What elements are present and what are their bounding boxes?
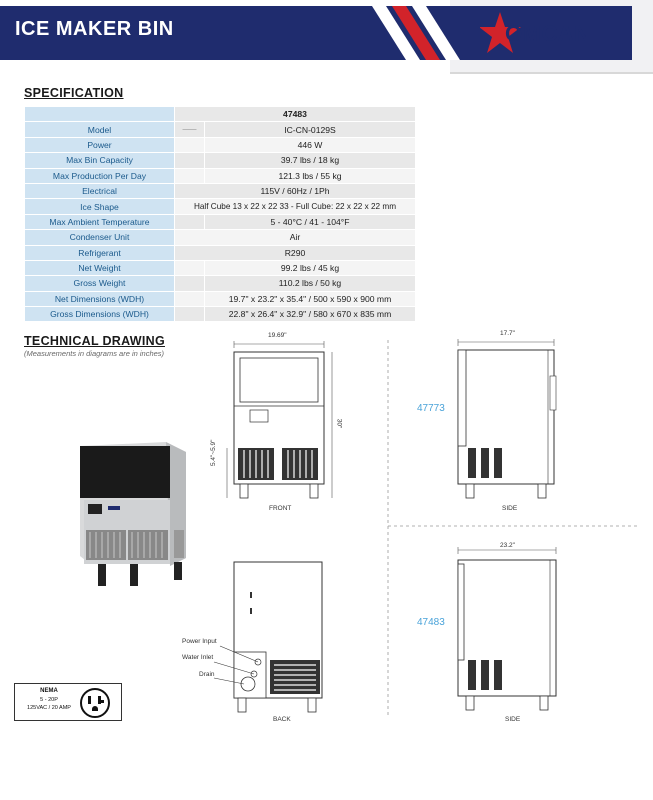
drain-label: Drain — [199, 671, 215, 678]
spec-value: Half Cube 13 x 22 x 22 33 - Full Cube: 2… — [174, 198, 416, 215]
table-row: Max Production Per Day 121.3 lbs / 55 kg — [24, 167, 416, 184]
spec-value: 121.3 lbs / 55 kg — [204, 167, 416, 184]
spec-mark — [174, 306, 205, 323]
spec-value: R290 — [174, 244, 416, 261]
table-row: Max Ambient Temperature 5 - 40°C / 41 - … — [24, 213, 416, 231]
spec-label: Net Weight — [24, 259, 175, 277]
header: ICE MAKER BIN OMCAN — [0, 0, 653, 74]
spec-value: IC-CN-0129S — [204, 121, 416, 138]
spec-mark: —— — [174, 121, 205, 138]
nema-line1: 5 - 20P — [40, 697, 58, 703]
drawing-dividers — [387, 340, 640, 715]
table-row: Gross Dimensions (WDH) 22.8" x 26.4" x 3… — [24, 306, 416, 323]
spec-value: 19.7" x 23.2" x 35.4" / 500 x 590 x 900 … — [204, 290, 416, 308]
table-row: Gross Weight 110.2 lbs / 50 kg — [24, 275, 416, 292]
side-bottom-model-link[interactable]: 47483 — [417, 617, 445, 628]
spec-label: Max Bin Capacity — [24, 152, 175, 169]
spec-mark — [174, 290, 205, 308]
nema-line2: 125VAC / 20 AMP — [27, 705, 71, 711]
table-row: Refrigerant R290 — [24, 244, 416, 261]
spec-mark — [174, 213, 205, 231]
side-bottom-view-label: SIDE — [505, 716, 521, 723]
side-bottom-width-dim: 23.2" — [500, 542, 515, 549]
side-top-view-label: SIDE — [502, 505, 518, 512]
back-view-label: BACK — [273, 716, 291, 723]
table-row: Net Dimensions (WDH) 19.7" x 23.2" x 35.… — [24, 290, 416, 308]
spec-mark — [174, 152, 205, 169]
table-row: Power 446 W — [24, 136, 416, 154]
table-row: Max Bin Capacity 39.7 lbs / 18 kg — [24, 152, 416, 169]
table-row: Ice Shape Half Cube 13 x 22 x 22 33 - Fu… — [24, 198, 416, 215]
table-header-model-number: 47483 — [174, 105, 416, 123]
table-row: Electrical 115V / 60Hz / 1Ph — [24, 182, 416, 200]
spec-label: Condenser Unit — [24, 229, 175, 246]
side-top-width-dim: 17.7" — [500, 330, 515, 337]
spec-label: Max Ambient Temperature — [24, 213, 175, 231]
spec-value: 39.7 lbs / 18 kg — [204, 152, 416, 169]
spec-label: Gross Dimensions (WDH) — [24, 306, 175, 323]
table-row: 47483 — [24, 105, 416, 123]
technical-drawing-title: TECHNICAL DRAWING — [24, 334, 165, 348]
spec-label: Gross Weight — [24, 275, 175, 292]
spec-value: Air — [174, 229, 416, 246]
spec-value: 99.2 lbs / 45 kg — [204, 259, 416, 277]
side-top-model-link[interactable]: 47773 — [417, 403, 445, 414]
table-row: Net Weight 99.2 lbs / 45 kg — [24, 259, 416, 277]
spec-label: Net Dimensions (WDH) — [24, 290, 175, 308]
front-height-dim: 30" — [335, 418, 343, 429]
water-inlet-label: Water Inlet — [182, 654, 214, 661]
spec-value: 22.8" x 26.4" x 32.9" / 580 x 670 x 835 … — [204, 306, 416, 323]
ice-maker-photo — [80, 442, 186, 586]
power-input-label: Power Input — [182, 638, 217, 645]
spec-value: 115V / 60Hz / 1Ph — [174, 182, 416, 200]
spec-mark — [174, 136, 205, 154]
technical-drawing-subtitle: (Measurements in diagrams are in inches) — [24, 349, 165, 358]
spec-value: 110.2 lbs / 50 kg — [204, 275, 416, 292]
front-view-label: FRONT — [269, 505, 292, 512]
spec-value: 446 W — [204, 136, 416, 154]
spec-value: 5 - 40°C / 41 - 104°F — [204, 213, 416, 231]
spec-mark — [174, 259, 205, 277]
spec-label: Power — [24, 136, 175, 154]
table-row: Condenser Unit Air — [24, 229, 416, 246]
spec-mark — [174, 275, 205, 292]
spec-label: Max Production Per Day — [24, 167, 175, 184]
specification-title: SPECIFICATION — [24, 86, 124, 100]
spec-label: Electrical — [24, 182, 175, 200]
back-view-drawing — [213, 561, 323, 713]
table-row: Model —— IC-CN-0129S — [24, 121, 416, 138]
side-view-top-drawing — [457, 339, 557, 499]
spec-label: Model — [24, 121, 175, 138]
front-leg-dim: 5.4"~5.9" — [210, 439, 217, 466]
front-width-dim: 19.69" — [268, 332, 287, 339]
nema-plug-box: NEMA 5 - 20P 125VAC / 20 AMP — [14, 683, 122, 721]
front-view-drawing — [226, 341, 333, 499]
side-view-bottom-drawing — [457, 547, 557, 711]
spec-label: Ice Shape — [24, 198, 175, 215]
spec-label: Refrigerant — [24, 244, 175, 261]
stripes-decoration-icon — [372, 6, 467, 60]
nema-plug-icon — [80, 688, 110, 718]
brand-logo-text: OMCAN — [505, 21, 591, 46]
page-title: ICE MAKER BIN — [15, 18, 174, 40]
omcan-star-logo-icon — [480, 12, 521, 53]
spec-mark — [174, 167, 205, 184]
nema-title: NEMA — [40, 688, 58, 694]
spec-table: 47483 Model —— IC-CN-0129S Power 446 W M… — [24, 105, 416, 323]
header-band — [0, 6, 632, 60]
table-header-blank — [24, 105, 175, 123]
